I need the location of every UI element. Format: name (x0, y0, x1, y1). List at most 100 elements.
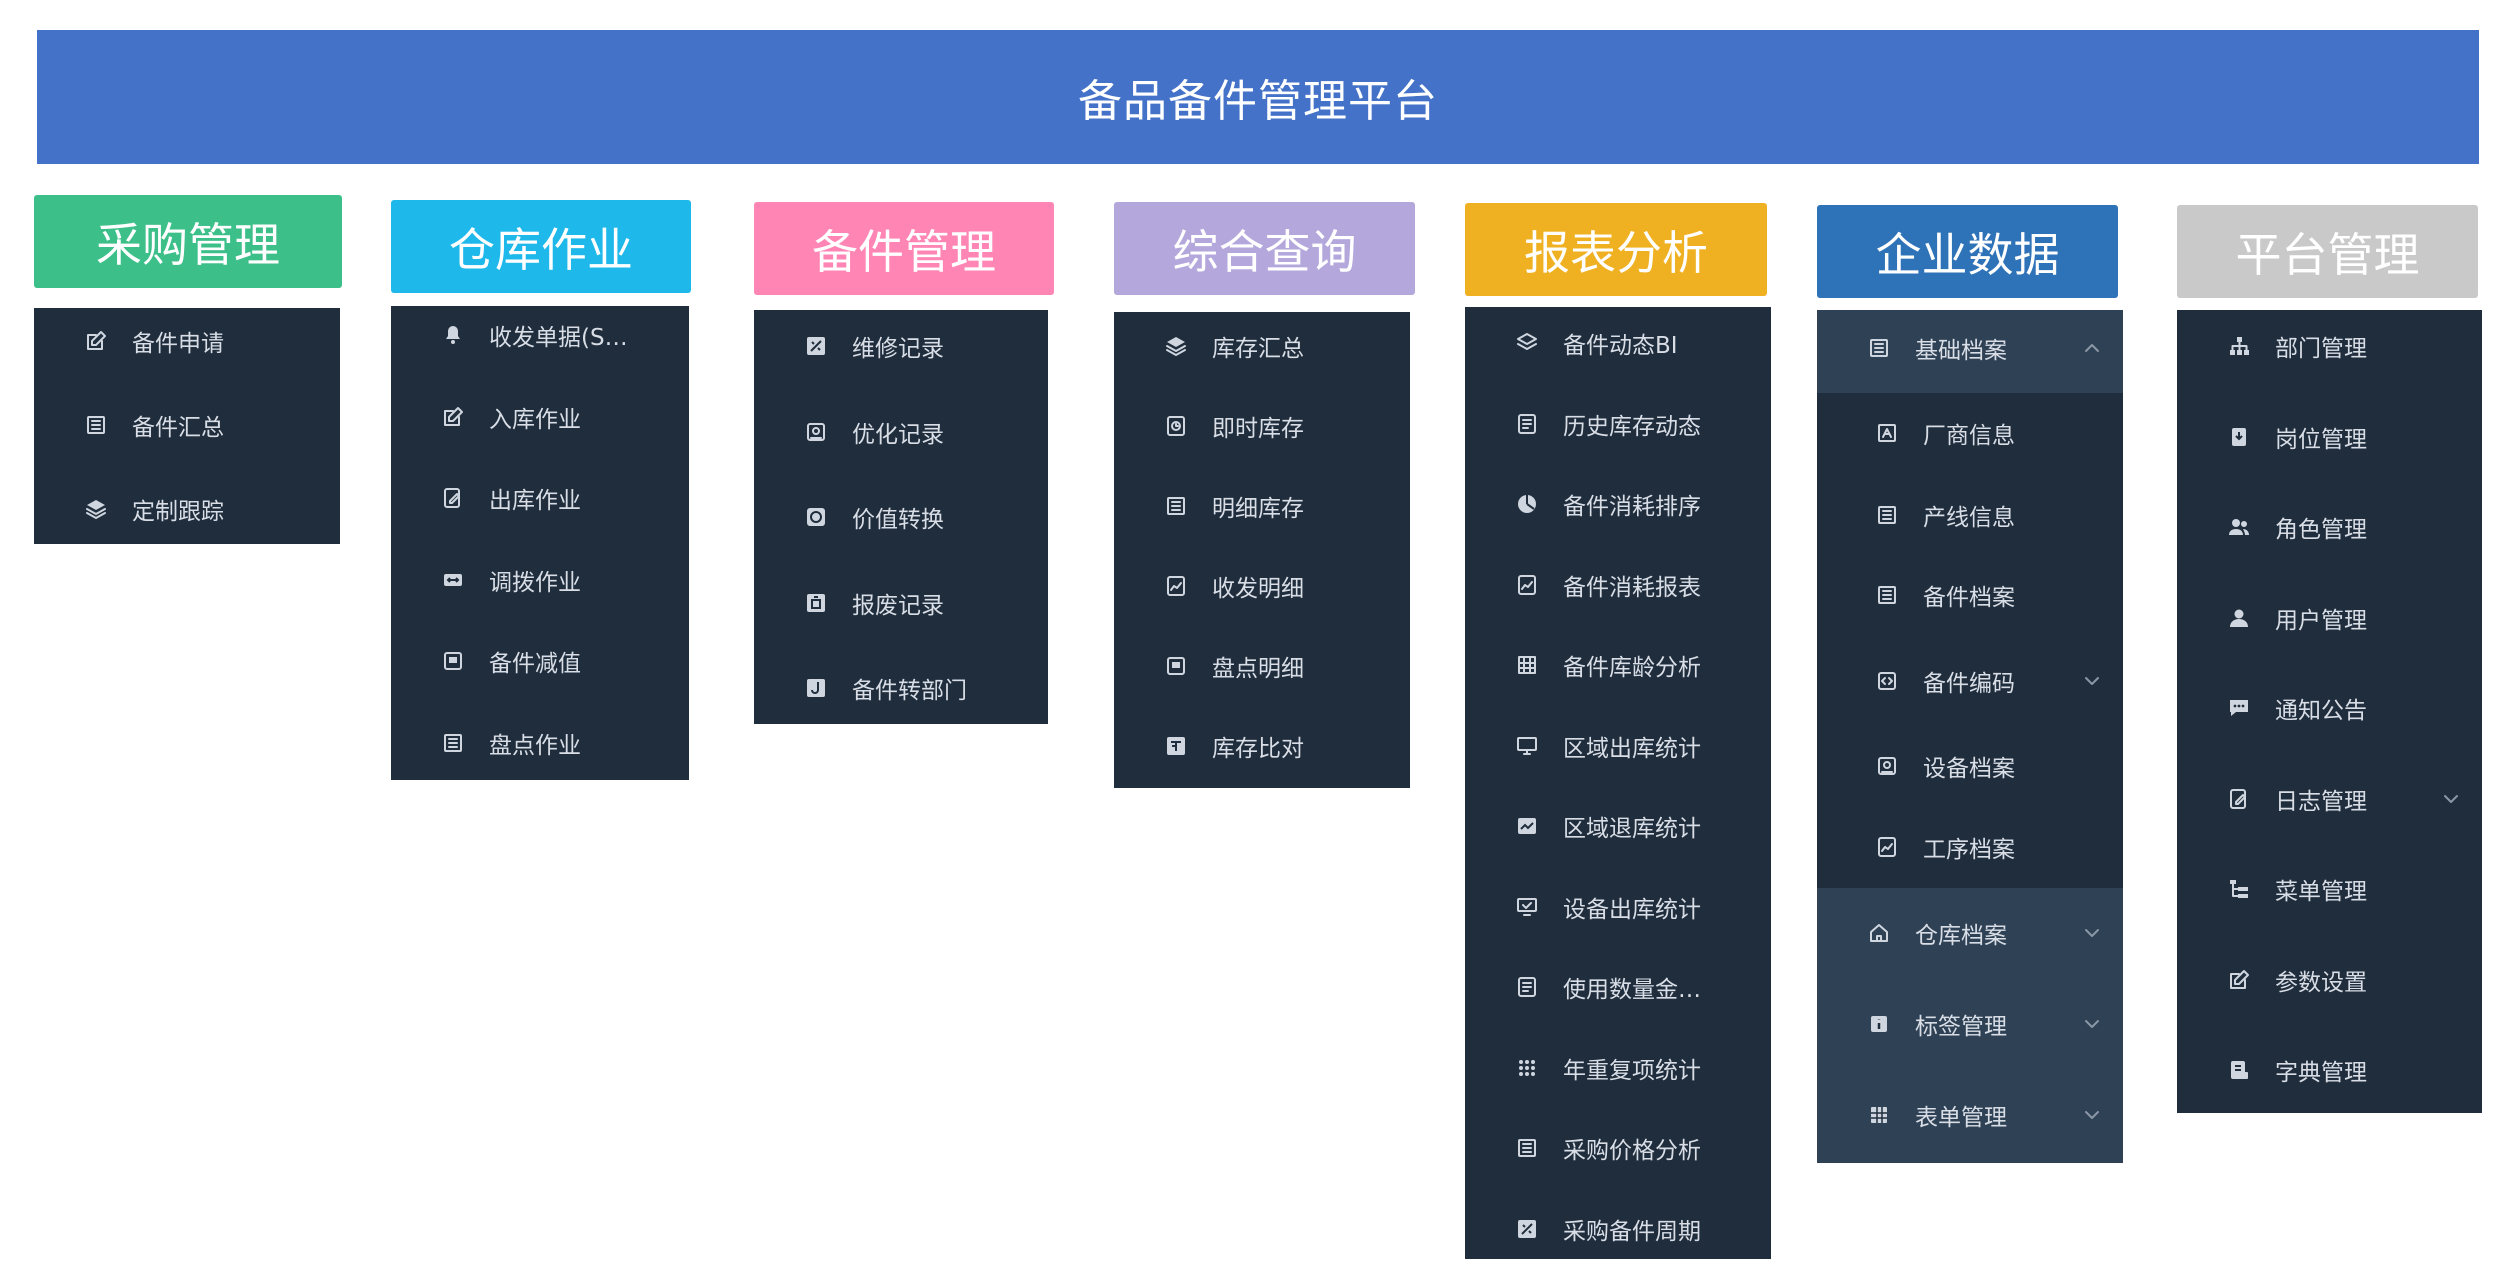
chevron-up-icon[interactable] (2083, 342, 2101, 354)
menu-item[interactable]: 采购价格分析 (1465, 1126, 1771, 1170)
menu-item[interactable]: 备件消耗排序 (1465, 482, 1771, 526)
chevron-down-icon[interactable] (2083, 927, 2101, 939)
users-icon (2229, 519, 2249, 535)
menu-item-label: 盘点作业 (489, 732, 581, 759)
menu-item[interactable]: 备件档案 (1817, 573, 2123, 617)
menu-item[interactable]: 日志管理 (2177, 777, 2482, 821)
menu-item[interactable]: 历史库存动态 (1465, 402, 1771, 446)
menu-item-label: 采购价格分析 (1563, 1138, 1701, 1164)
move-icon (807, 679, 825, 697)
menu-item[interactable]: 年重复项统计 (1465, 1046, 1771, 1090)
chevron-down-icon[interactable] (2083, 1018, 2101, 1030)
menu-item[interactable]: 用户管理 (2177, 596, 2482, 640)
menu-item[interactable]: 维修记录 (754, 324, 1048, 368)
pie-icon (1518, 495, 1536, 513)
menu-item-icon-wrap (1875, 421, 1899, 445)
menu-item-icon-wrap (804, 505, 828, 529)
menu-item[interactable]: 字典管理 (2177, 1048, 2482, 1092)
menu-item[interactable]: 出库作业 (391, 476, 689, 520)
module-header[interactable]: 报表分析 (1465, 203, 1767, 296)
edit-icon (2230, 969, 2249, 989)
module-header[interactable]: 采购管理 (34, 195, 342, 288)
menu-item[interactable]: 收发明细 (1114, 564, 1410, 608)
menu-item-icon-wrap (2227, 515, 2251, 539)
menu-item[interactable]: 厂商信息 (1817, 411, 2123, 455)
menu-item[interactable]: 菜单管理 (2177, 867, 2482, 911)
menu-item[interactable]: 参数设置 (2177, 958, 2482, 1002)
module-header[interactable]: 企业数据 (1817, 205, 2118, 298)
menu-group-header[interactable]: 标签管理 (1817, 1002, 2123, 1046)
menu-item[interactable]: 明细库存 (1114, 484, 1410, 528)
module-header[interactable]: 平台管理 (2177, 205, 2478, 298)
menu-item-icon-wrap (804, 676, 828, 700)
menu-item[interactable]: 价值转换 (754, 495, 1048, 539)
menu-item[interactable]: 工序档案 (1817, 825, 2123, 869)
menu-item-icon-wrap (441, 731, 465, 755)
module-header[interactable]: 仓库作业 (391, 200, 691, 293)
menu-group-header[interactable]: 基础档案 (1817, 326, 2123, 370)
module-header[interactable]: 备件管理 (754, 202, 1054, 295)
chevron-down-icon[interactable] (2442, 793, 2460, 805)
menu-item-label: 设备出库统计 (1563, 896, 1701, 923)
menu-item[interactable]: 调拨作业 (391, 558, 689, 602)
module-header[interactable]: 综合查询 (1114, 202, 1415, 295)
chevron-down-icon[interactable] (2083, 675, 2101, 687)
menu-item[interactable]: 备件汇总 (34, 403, 340, 447)
menu-item-icon-wrap (1867, 336, 1891, 360)
menu-item[interactable]: 备件编码 (1817, 659, 2123, 703)
menu-item[interactable]: 备件消耗报表 (1465, 563, 1771, 607)
menu-group-header[interactable]: 仓库档案 (1817, 911, 2123, 955)
menu-item[interactable]: 备件动态BI (1465, 321, 1771, 365)
menu-item-icon-wrap (2227, 968, 2251, 992)
menu-item[interactable]: 优化记录 (754, 410, 1048, 454)
image-icon (807, 422, 825, 441)
list-icon (87, 416, 105, 434)
list-icon (444, 733, 462, 752)
menu-item-icon-wrap (2227, 425, 2251, 449)
menu-item[interactable]: 部门管理 (2177, 324, 2482, 368)
menu-item[interactable]: 备件转部门 (754, 666, 1048, 710)
chevron-down-icon[interactable] (2083, 1109, 2101, 1121)
menu-item[interactable]: 采购备件周期 (1465, 1207, 1771, 1251)
module-menu: 基础档案厂商信息产线信息备件档案备件编码设备档案工序档案仓库档案标签管理表单管理 (1817, 310, 2123, 1163)
menu-group-header[interactable]: 表单管理 (1817, 1093, 2123, 1137)
menu-item[interactable]: 收发单据(S… (391, 313, 689, 357)
menu-item[interactable]: 产线信息 (1817, 493, 2123, 537)
menu-item-icon-wrap (84, 497, 108, 521)
menu-item[interactable]: 角色管理 (2177, 505, 2482, 549)
menu-item[interactable]: 备件库龄分析 (1465, 643, 1771, 687)
tree-icon (2230, 880, 2248, 898)
menu-item-label: 收发单据(S… (489, 325, 628, 351)
menu-item-label: 采购备件周期 (1563, 1218, 1701, 1245)
menu-item[interactable]: 库存比对 (1114, 724, 1410, 768)
menu-item[interactable]: 备件申请 (34, 319, 340, 363)
menu-item[interactable]: 定制跟踪 (34, 487, 340, 531)
menu-item[interactable]: 盘点明细 (1114, 644, 1410, 688)
menu-item-icon-wrap (1875, 583, 1899, 607)
menu-item[interactable]: 报废记录 (754, 581, 1048, 625)
menu-item[interactable]: 设备档案 (1817, 744, 2123, 788)
menu-item-label: 备件动态BI (1563, 333, 1678, 359)
menu-item-icon-wrap (84, 413, 108, 437)
menu-item[interactable]: 即时库存 (1114, 404, 1410, 448)
menu-item[interactable]: 区域退库统计 (1465, 804, 1771, 848)
menu-item[interactable]: 通知公告 (2177, 686, 2482, 730)
menu-item-label: 即时库存 (1212, 416, 1304, 442)
menu-item[interactable]: 备件减值 (391, 639, 689, 683)
menu-item[interactable]: 岗位管理 (2177, 415, 2482, 459)
menu-item-icon-wrap (2227, 696, 2251, 720)
org-icon (2230, 337, 2249, 355)
list-icon (1518, 1139, 1536, 1157)
grid-icon (1518, 656, 1536, 674)
chat-icon (2230, 700, 2248, 716)
menu-item-label: 价值转换 (852, 507, 944, 533)
menu-item[interactable]: 设备出库统计 (1465, 885, 1771, 929)
menu-item[interactable]: 使用数量金… (1465, 965, 1771, 1009)
menu-item-icon-wrap (2227, 787, 2251, 811)
menu-item-icon-wrap (1515, 975, 1539, 999)
menu-item[interactable]: 入库作业 (391, 395, 689, 439)
menu-item-icon-wrap (2227, 877, 2251, 901)
menu-item[interactable]: 区域出库统计 (1465, 724, 1771, 768)
menu-item[interactable]: 盘点作业 (391, 721, 689, 765)
menu-item[interactable]: 库存汇总 (1114, 324, 1410, 368)
